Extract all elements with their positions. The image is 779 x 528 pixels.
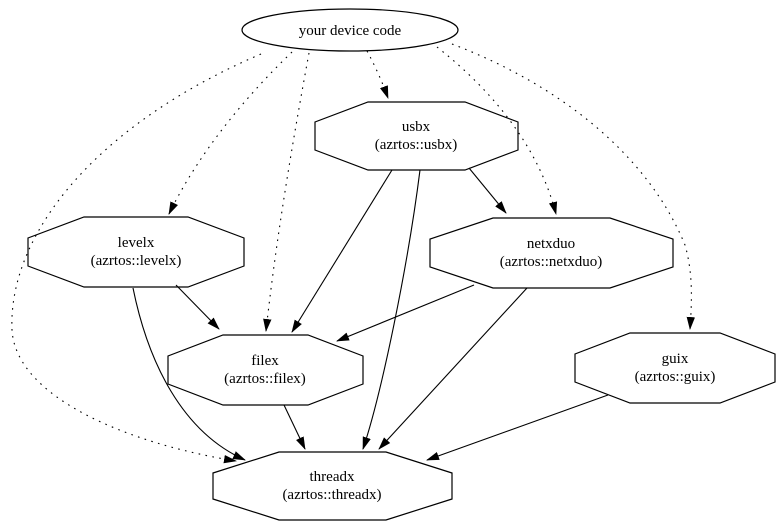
levelx-sublabel: (azrtos::levelx) <box>91 253 182 269</box>
edge-guix-threadx <box>426 394 609 461</box>
netxduo-label: netxduo <box>527 236 575 252</box>
filex-label: filex <box>251 353 279 369</box>
node-netxduo: netxduo (azrtos::netxduo) <box>429 217 674 289</box>
node-usbx: usbx (azrtos::usbx) <box>314 101 519 171</box>
threadx-sublabel: (azrtos::threadx) <box>282 487 381 503</box>
guix-octagon <box>574 332 776 404</box>
levelx-octagon <box>27 216 245 288</box>
node-threadx: threadx (azrtos::threadx) <box>212 451 453 521</box>
guix-label: guix <box>662 351 689 367</box>
edge-device-filex <box>263 52 310 332</box>
threadx-label: threadx <box>310 469 355 485</box>
edge-device-levelx <box>168 51 293 215</box>
edge-levelx-threadx <box>132 287 246 461</box>
device-label: your device code <box>299 23 402 39</box>
edge-device-netxduo <box>436 46 558 215</box>
device-ellipse <box>241 8 459 52</box>
edge-usbx-threadx <box>362 169 421 450</box>
levelx-label: levelx <box>118 235 155 251</box>
netxduo-sublabel: (azrtos::netxduo) <box>500 254 602 270</box>
usbx-sublabel: (azrtos::usbx) <box>375 137 457 153</box>
edge-filex-threadx <box>283 404 306 450</box>
filex-octagon <box>167 334 364 406</box>
edge-usbx-filex <box>291 169 393 333</box>
node-filex: filex (azrtos::filex) <box>167 334 364 406</box>
node-guix: guix (azrtos::guix) <box>574 332 776 404</box>
node-device: your device code <box>241 8 459 52</box>
edge-group <box>11 43 696 464</box>
guix-sublabel: (azrtos::guix) <box>635 369 716 385</box>
threadx-octagon <box>212 451 453 521</box>
usbx-octagon <box>314 101 519 171</box>
netxduo-octagon <box>429 217 674 289</box>
filex-sublabel: (azrtos::filex) <box>224 371 306 387</box>
edge-netxduo-threadx <box>378 287 528 450</box>
node-levelx: levelx (azrtos::levelx) <box>27 216 245 288</box>
edge-netxduo-filex <box>336 284 475 342</box>
edge-device-threadx <box>11 53 262 464</box>
edge-device-usbx <box>366 50 389 99</box>
usbx-label: usbx <box>402 119 431 135</box>
edge-usbx-netxduo <box>468 167 507 214</box>
edge-levelx-filex <box>175 284 220 330</box>
